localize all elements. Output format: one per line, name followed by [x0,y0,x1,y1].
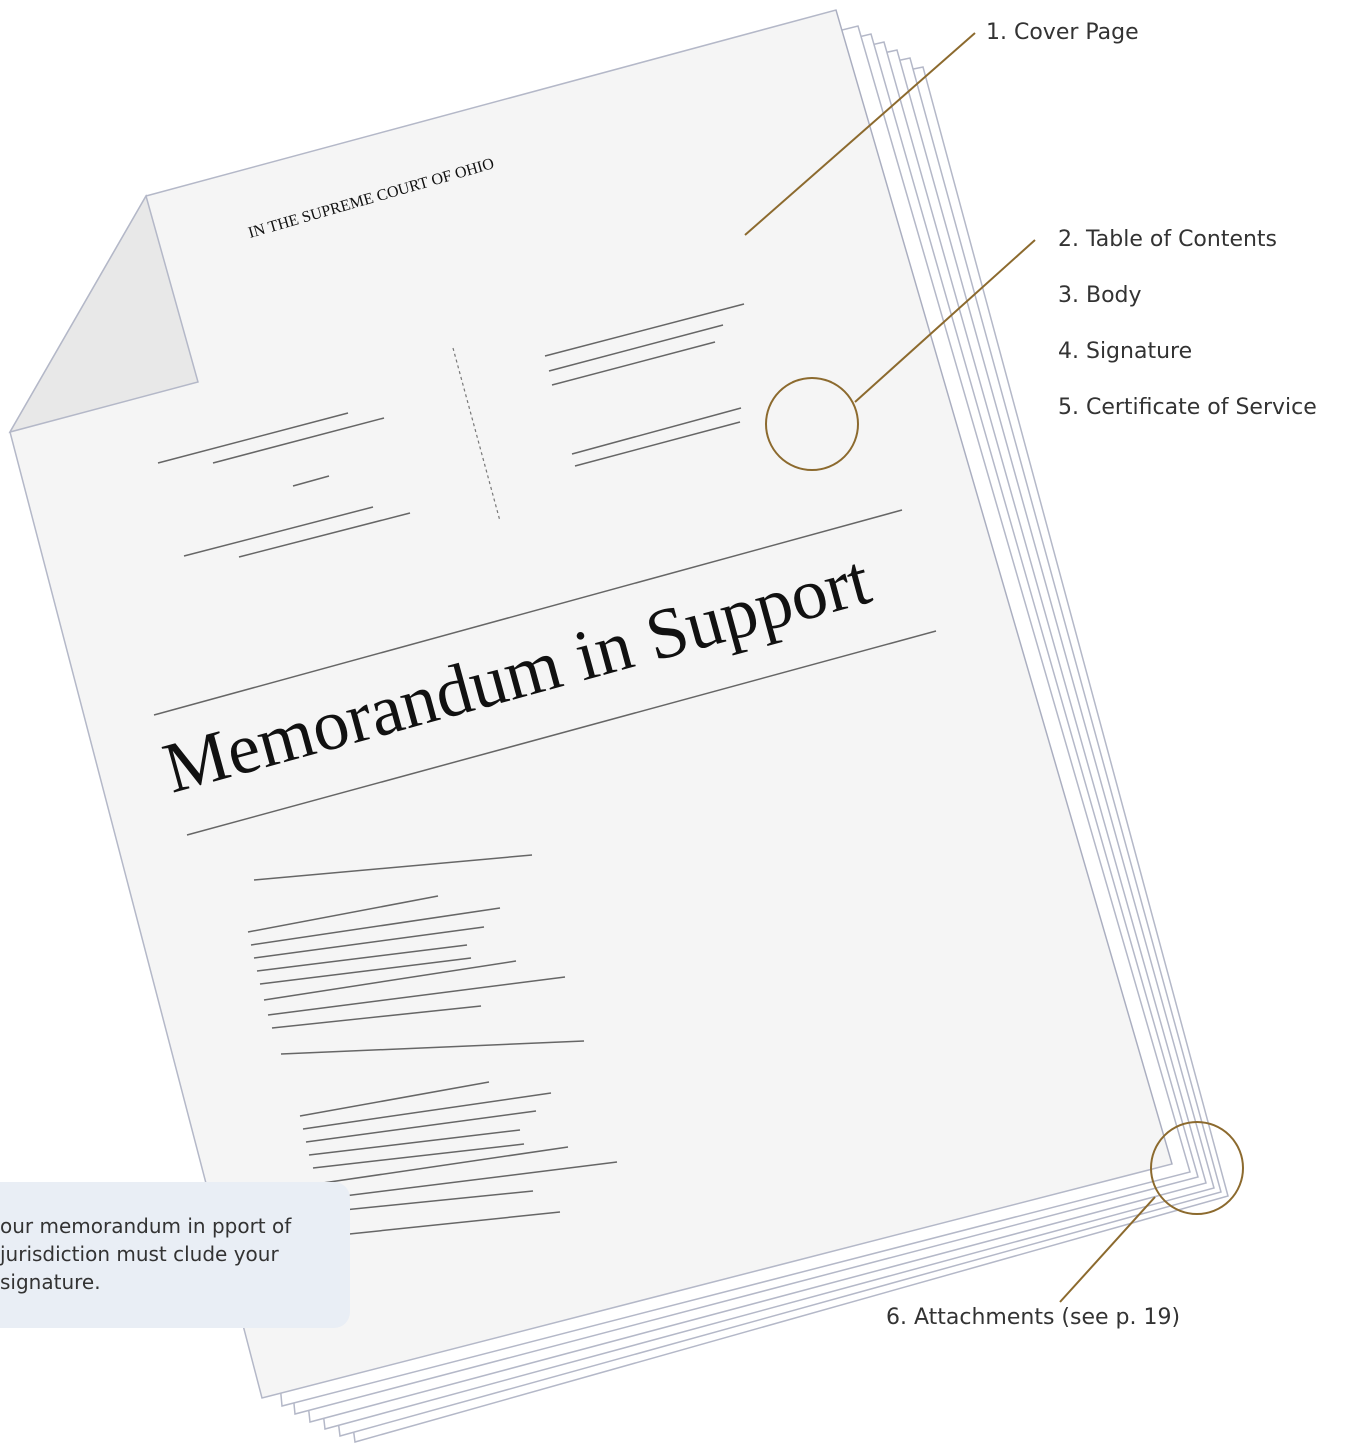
text-line [263,960,517,1001]
text-line [548,324,724,372]
callouts [744,32,1244,1303]
text-line [308,1129,521,1156]
text-line [544,303,745,357]
text-line [280,1040,585,1055]
callout-label-attachments: 6. Attachments (see p. 19) [886,1305,1181,1330]
body-paragraph [299,1081,618,1237]
text-line [571,407,742,455]
text-line [271,1005,482,1029]
callout-circle-signature [765,377,859,471]
folded-corner [8,194,199,434]
caption-right-lines [544,303,745,467]
signature-note-text: our memorandum in pport of jurisdiction … [0,1214,292,1294]
text-line [292,475,330,487]
text-line [157,412,349,464]
page-right-edge-shadow [835,9,1173,1165]
text-line [250,907,501,946]
signature-note-box: our memorandum in pport of jurisdiction … [0,1182,350,1328]
text-line [312,1143,525,1169]
text-line [253,926,485,959]
text-line [259,957,472,985]
text-line [253,854,533,881]
text-line [329,1211,561,1237]
text-line [574,421,741,467]
callout-label-cover-page: 1. Cover Page [986,20,1139,45]
text-line [323,1190,534,1213]
text-line [305,1110,537,1143]
body-paragraph [247,854,585,1055]
title-rule-top [153,509,903,716]
callout-line-cover-page [744,32,976,236]
text-line [299,1081,490,1117]
callout-line-attachments [1059,1196,1156,1303]
text-line [238,512,411,558]
text-line [315,1146,569,1185]
callout-circle-attachments [1150,1121,1244,1215]
text-line [212,417,385,464]
callout-line-signature [854,239,1036,403]
callout-label-signature: 4. Signature [1058,339,1193,364]
caption-left-lines [157,412,411,558]
text-line [319,1161,618,1200]
text-line [256,944,468,972]
callout-label-certificate-of-service: 5. Certificate of Service [1058,395,1317,420]
text-line [183,506,374,557]
text-line [267,976,566,1016]
callout-label-table-of-contents: 2. Table of Contents [1058,227,1278,252]
text-line [302,1092,552,1130]
callout-label-body: 3. Body [1058,283,1142,308]
text-line [551,341,716,386]
text-line [247,895,439,933]
title-rule-bottom [186,630,937,836]
